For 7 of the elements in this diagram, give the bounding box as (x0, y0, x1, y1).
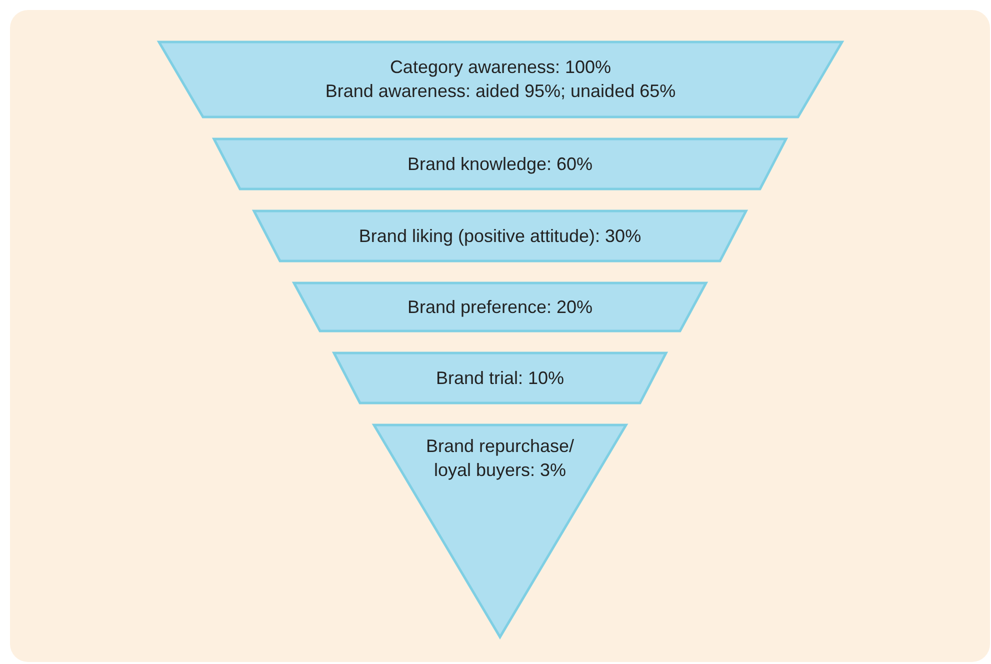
stage-label: Brand awareness: aided 95%; unaided 65% (325, 80, 676, 103)
stage-label: Brand knowledge: 60% (407, 153, 593, 176)
stage-label: Brand repurchase/ loyal buyers: 3% (424, 435, 576, 482)
stage-label: Category awareness: 100% (390, 56, 612, 79)
stage-label: Brand liking (positive attitude): 30% (358, 225, 642, 248)
stage-label: Brand preference: 20% (407, 296, 593, 319)
stage-label: Brand trial: 10% (436, 367, 564, 390)
